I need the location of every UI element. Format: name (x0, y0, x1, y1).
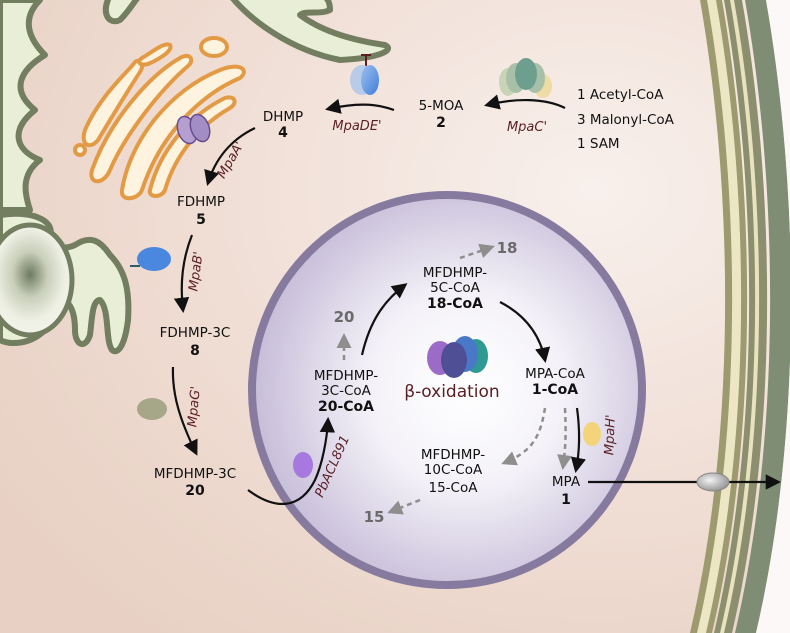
compound-mpa-coa: MPA-CoA (525, 366, 585, 382)
substrate-malonyl-coa: 3 Malonyl-CoA (577, 112, 675, 128)
compound-fdhmp: FDHMP (177, 194, 225, 210)
arrow-fdhmp3c-to-mfdhmp3c (171, 366, 198, 456)
arrow-fdhmp-to-fdhmp3c (173, 234, 194, 314)
arrow-mfdhmp3c-to-coa (247, 416, 336, 505)
beta-oxidation-enzyme-icon (427, 336, 488, 378)
mpah-enzyme-icon (583, 422, 601, 446)
arrow-3ccoa-to-5ccoa (360, 283, 408, 356)
compound-mfdhmp-3c-coa-number: 20-CoA (318, 399, 374, 415)
enzyme-mpag: MpaG' (185, 386, 204, 428)
compound-mfdhmp-3c: MFDHMP-3C (154, 466, 236, 482)
compound-mfdhmp-10c-coa-number: 15-CoA (429, 480, 479, 496)
compound-mfdhmp-3c-coa-line2: 3C-CoA (321, 383, 372, 399)
transporter-icon (696, 472, 730, 492)
substrate-sam: 1 SAM (577, 136, 620, 152)
arrow-mpacoa-to-mpa (570, 407, 586, 474)
arrow-moa-to-dhmp (324, 98, 395, 114)
arrow-5ccoa-to-mpacoa (499, 301, 551, 364)
compound-fdhmp-3c-number: 8 (190, 343, 200, 359)
compound-mpa-number: 1 (561, 492, 571, 508)
compound-mfdhmp-5c-coa-line1: MFDHMP- (423, 265, 487, 281)
arrow-to-side-18 (459, 243, 495, 260)
compound-mfdhmp-10c-coa-line1: MFDHMP- (421, 447, 485, 463)
compound-mpa: MPA (552, 474, 581, 490)
enzyme-mpade: MpaDE' (332, 119, 381, 134)
pathway-arrows (171, 94, 782, 505)
compound-5-moa: 5-MOA (419, 98, 464, 114)
compound-fdhmp-number: 5 (196, 212, 206, 228)
arrow-mpacoa-to-10ccoa (501, 407, 547, 466)
pbacl-enzyme-icon (293, 452, 313, 478)
compound-mfdhmp-3c-coa-line1: MFDHMP- (314, 368, 378, 384)
side-product-18: 18 (497, 239, 518, 257)
side-product-arrows (336, 243, 573, 515)
compound-fdhmp-3c: FDHMP-3C (160, 325, 231, 341)
compound-5-moa-number: 2 (436, 115, 446, 131)
mpade-enzyme-icon (350, 54, 379, 95)
compound-mpa-coa-number: 1-CoA (532, 382, 578, 398)
compound-dhmp-number: 4 (278, 125, 288, 141)
beta-oxidation-label: β-oxidation (404, 382, 499, 402)
mpaa-enzyme-icon (176, 113, 211, 145)
enzyme-mpah: MpaH' (602, 414, 618, 455)
side-product-15: 15 (364, 508, 385, 526)
vacuole (0, 222, 75, 338)
substrate-acetyl-coa: 1 Acetyl-CoA (577, 87, 664, 103)
side-product-20: 20 (334, 308, 355, 326)
arrow-substrates-to-moa (484, 94, 566, 110)
arrow-dhmp-to-fdhmp (204, 127, 256, 186)
mpag-enzyme-icon (137, 398, 167, 420)
golgi-apparatus (73, 36, 246, 201)
mpab-enzyme-icon (130, 247, 171, 271)
compound-mfdhmp-5c-coa-number: 18-CoA (427, 296, 483, 312)
peroxisome (248, 191, 646, 589)
compound-mfdhmp-3c-number: 20 (185, 483, 205, 499)
mpac-enzyme-icon (499, 58, 552, 98)
enzyme-mpac: MpaC' (507, 120, 547, 135)
compound-dhmp: DHMP (263, 109, 303, 125)
compound-mfdhmp-10c-coa-line2: 10C-CoA (424, 462, 483, 478)
compound-mfdhmp-5c-coa-line2: 5C-CoA (430, 280, 481, 296)
enzyme-mpab: MpaB' (186, 251, 206, 293)
arrow-mpacoa-to-mpa-dashed (557, 407, 573, 470)
